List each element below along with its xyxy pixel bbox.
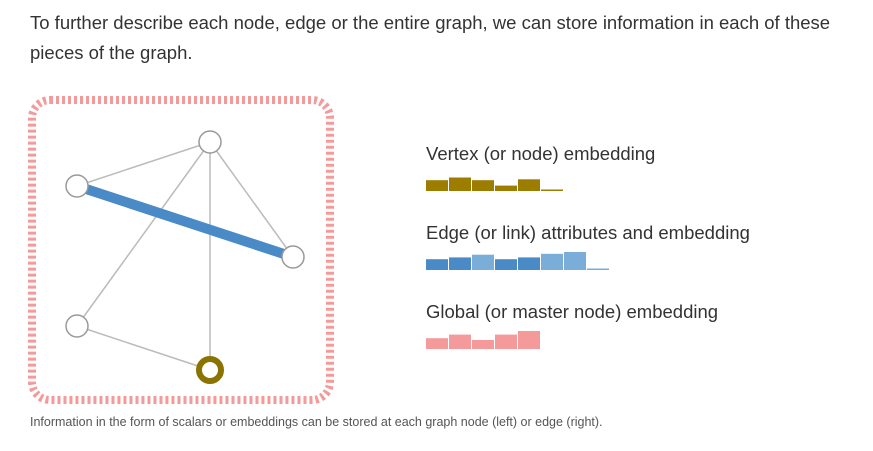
embedding-bar xyxy=(472,180,494,191)
embedding-bar xyxy=(495,259,517,270)
embedding-bar xyxy=(518,331,540,349)
embedding-bar xyxy=(472,254,494,270)
embedding-bar xyxy=(472,340,494,349)
node-bottom-left xyxy=(65,314,89,338)
embedding-bar xyxy=(541,189,563,191)
legend-vertex: Vertex (or node) embedding xyxy=(426,143,655,198)
intro-line-1: To further describe each node, edge or t… xyxy=(30,12,831,33)
edge-bottom-left-bottom xyxy=(76,325,211,371)
embedding-bar xyxy=(518,257,540,270)
legend-global-bars xyxy=(426,331,540,349)
node-highlighted xyxy=(196,356,224,384)
intro-line-2: pieces of the graph. xyxy=(30,42,193,63)
edge-top-bottom-left xyxy=(76,141,211,327)
legend-global-label: Global (or master node) embedding xyxy=(426,301,719,322)
embedding-bar xyxy=(495,185,517,191)
legend-edge-bars xyxy=(426,252,609,270)
figure-caption: Information in the form of scalars or em… xyxy=(30,415,603,429)
embedding-bar xyxy=(564,252,586,270)
embedding-bar xyxy=(426,180,448,191)
embedding-bar xyxy=(541,253,563,270)
legend-edge-label: Edge (or link) attributes and embedding xyxy=(426,222,750,243)
embedding-bar xyxy=(449,334,471,349)
legend-vertex-bars xyxy=(426,177,563,191)
embedding-bar xyxy=(426,338,448,349)
legend-edge: Edge (or link) attributes and embedding xyxy=(426,222,750,277)
legend-vertex-label: Vertex (or node) embedding xyxy=(426,143,656,164)
embedding-bar xyxy=(495,334,517,349)
edge-top-left xyxy=(76,141,211,187)
embedding-bar xyxy=(449,257,471,270)
embedding-bar xyxy=(587,268,609,270)
intro-text: To further describe each node, edge or t… xyxy=(30,8,870,68)
global-border xyxy=(28,96,334,404)
edge-top-right xyxy=(209,141,294,258)
node-left xyxy=(65,174,89,198)
node-top xyxy=(198,130,222,154)
embedding-bar xyxy=(449,177,471,191)
embedding-bar xyxy=(518,179,540,191)
edge-highlighted xyxy=(75,181,295,262)
node-right xyxy=(281,245,305,269)
embedding-bar xyxy=(426,259,448,270)
legend-global: Global (or master node) embedding xyxy=(426,301,718,356)
